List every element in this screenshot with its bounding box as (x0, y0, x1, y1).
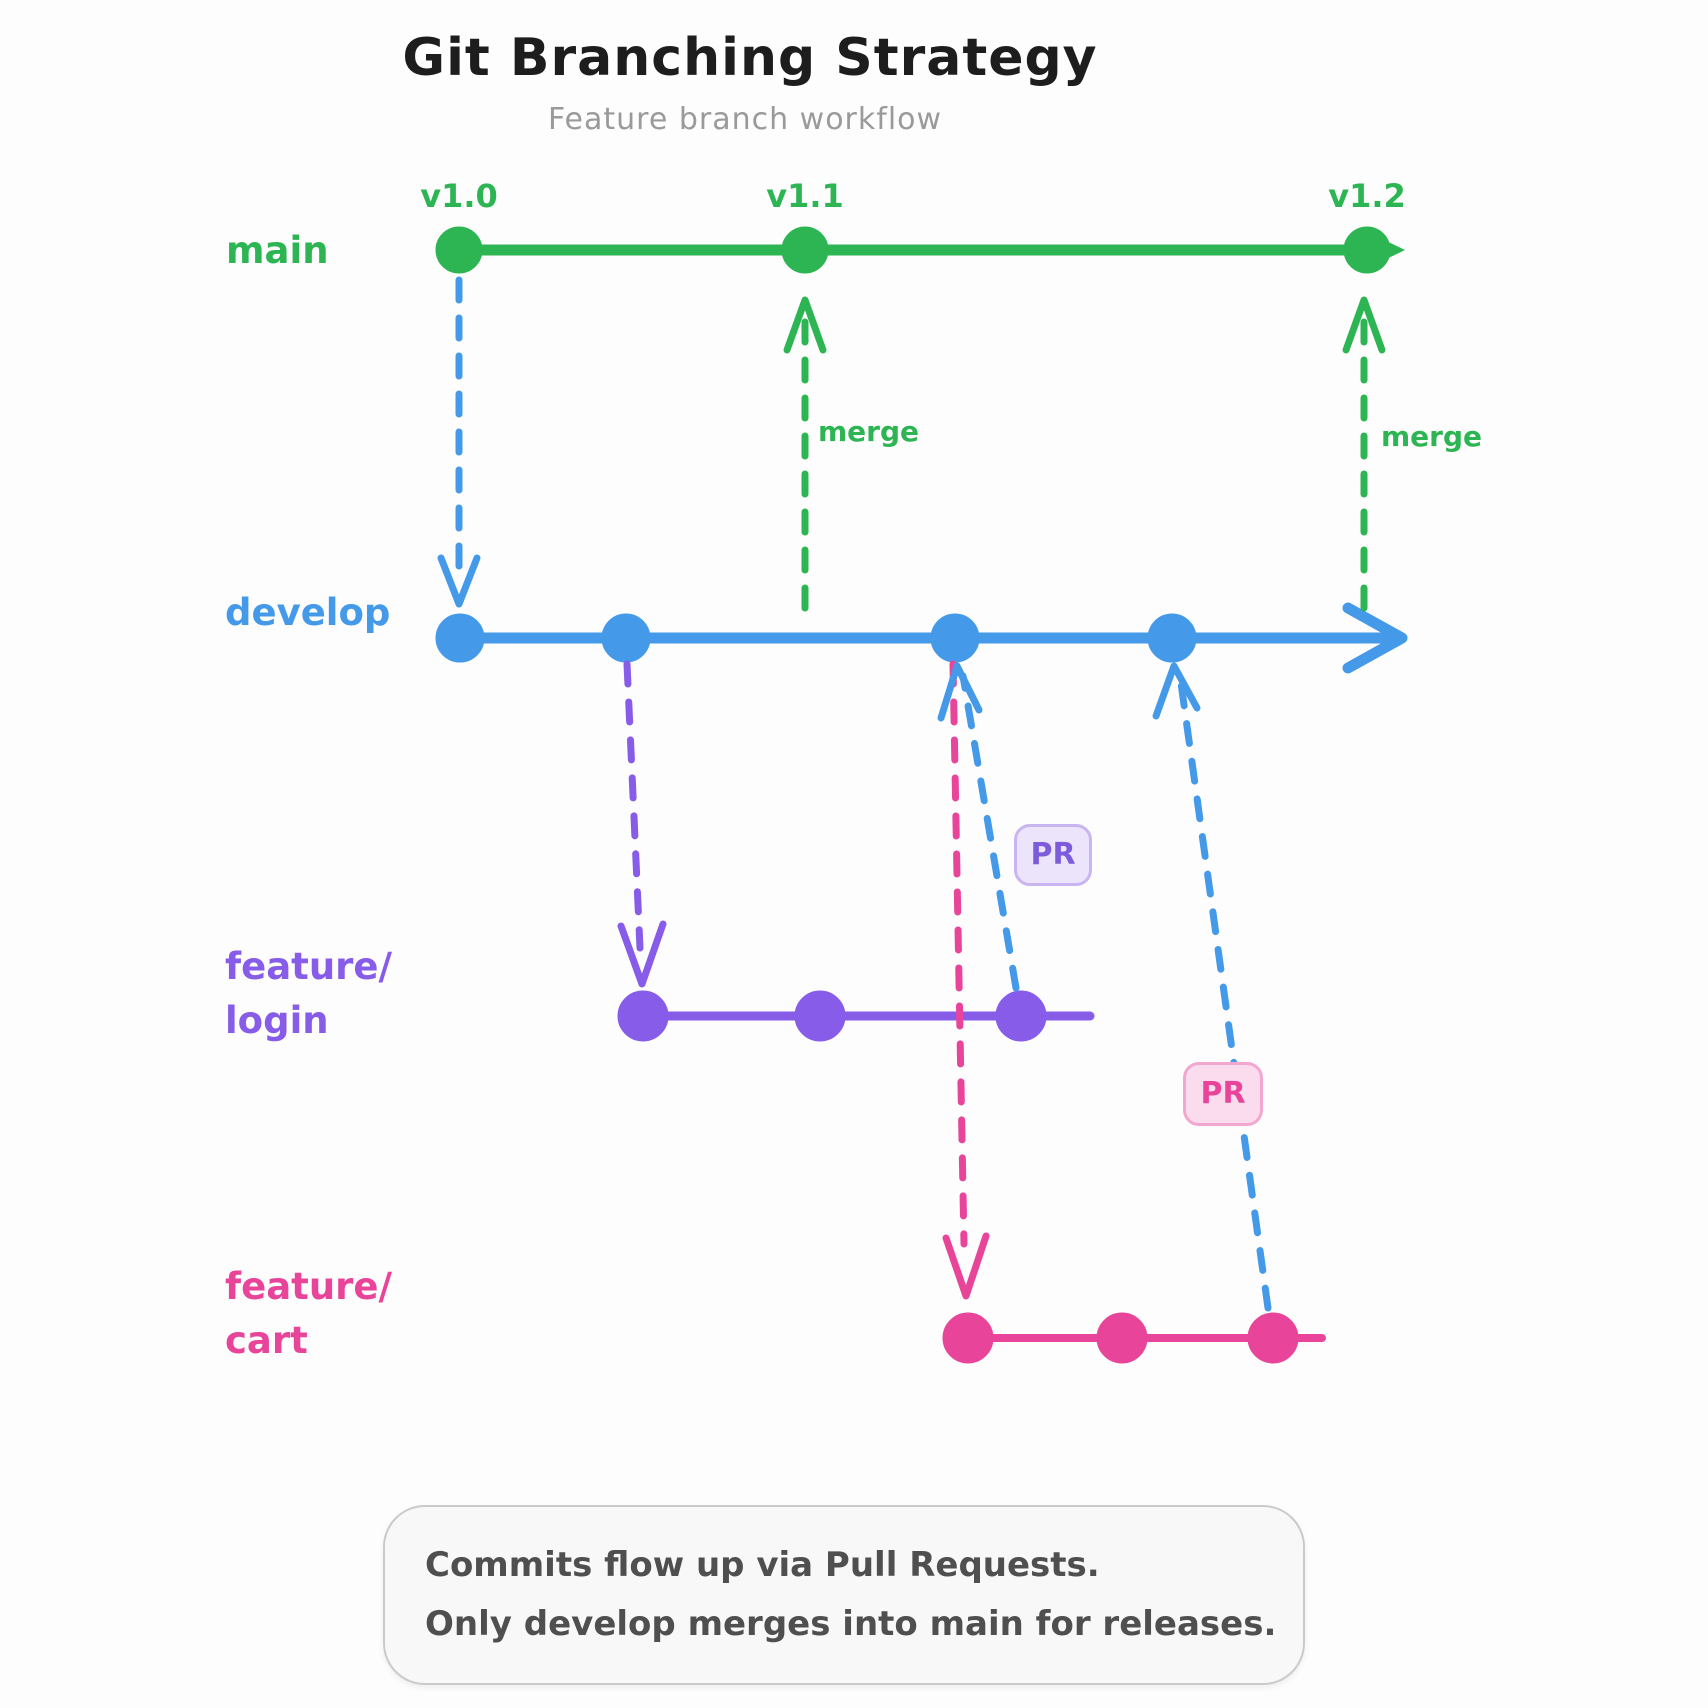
merge-label-1: merge (818, 415, 920, 448)
main-commit-dot-v1-0 (435, 226, 483, 274)
feature-login-commit-dot-3 (995, 990, 1047, 1042)
pr-dashed-line (1176, 672, 1272, 1312)
main-branch (435, 226, 1405, 274)
branch-label-feature-cart-line2: cart (225, 1319, 308, 1362)
merge-develop-to-v1-2-arrow (1342, 296, 1386, 612)
develop-branch-arrowhead-icon (1342, 602, 1408, 674)
version-tag-v1-2: v1.2 (1328, 177, 1406, 215)
pr-login-to-develop-arrow (937, 662, 1020, 992)
feature-cart-commit-dot-3 (1247, 1312, 1299, 1364)
branch-off-dashed-line (949, 660, 968, 1248)
branch-off-main-to-develop-arrow (437, 276, 481, 608)
pr-dashed-line (959, 672, 1020, 992)
note-box: Commits flow up via Pull Requests. Only … (383, 1505, 1305, 1685)
merge-label-2: merge (1381, 420, 1483, 453)
arrow-up-icon (937, 662, 983, 722)
feature-cart-branch (942, 1312, 1326, 1364)
arrow-down-icon (437, 554, 481, 608)
branch-label-main: main (226, 229, 329, 272)
feature-login-commit-dot-2 (794, 990, 846, 1042)
feature-cart-commit-dot-2 (1096, 1312, 1148, 1364)
merge-develop-to-v1-1-arrow (783, 296, 827, 612)
branch-label-develop: develop (225, 591, 391, 634)
arrow-up-icon (1152, 662, 1201, 720)
arrow-down-icon (942, 1232, 990, 1300)
pr-badge-cart: PR (1183, 1062, 1263, 1126)
branch-label-feature-login-line1: feature/ (225, 945, 393, 988)
develop-commit-dot-4 (1147, 613, 1197, 663)
pr-badge-login-label: PR (1030, 837, 1076, 872)
branch-off-develop-to-login-arrow (617, 660, 667, 988)
feature-login-branch (617, 990, 1095, 1042)
version-tag-v1-0: v1.0 (420, 177, 498, 215)
pr-cart-to-develop-arrow (1152, 662, 1272, 1312)
branch-label-feature-cart-line1: feature/ (225, 1265, 393, 1308)
main-commit-dot-v1-2 (1343, 226, 1391, 274)
arrow-up-icon (1342, 296, 1386, 354)
version-tag-v1-1: v1.1 (766, 177, 844, 215)
note-line-2: Only develop merges into main for releas… (425, 1604, 1277, 1644)
feature-login-commit-dot-1 (617, 990, 669, 1042)
branch-off-dashed-line (623, 660, 644, 952)
branch-label-feature-login-line2: login (225, 999, 329, 1042)
develop-commit-dot-3 (930, 613, 980, 663)
arrow-down-icon (617, 920, 667, 988)
page-title: Git Branching Strategy (402, 28, 1098, 88)
page-subtitle: Feature branch workflow (547, 102, 943, 137)
develop-commit-dot-1 (435, 613, 485, 663)
note-line-1: Commits flow up via Pull Requests. (425, 1544, 1100, 1585)
branch-off-develop-to-cart-arrow (942, 660, 990, 1300)
pr-badge-cart-label: PR (1200, 1076, 1246, 1111)
main-commit-dot-v1-1 (781, 226, 829, 274)
arrow-up-icon (783, 296, 827, 354)
develop-branch (435, 602, 1408, 674)
develop-commit-dot-2 (601, 613, 651, 663)
feature-cart-commit-dot-1 (942, 1312, 994, 1364)
pr-badge-login: PR (1014, 824, 1092, 886)
